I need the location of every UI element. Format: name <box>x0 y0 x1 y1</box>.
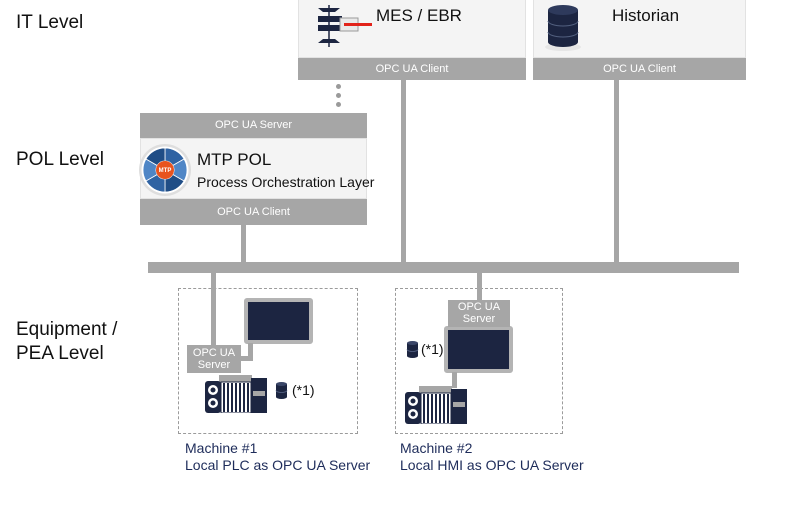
mtp-logo-icon: MTP <box>139 144 191 196</box>
mes-ebr-icon <box>318 5 372 47</box>
mes-icon-top-bar <box>318 8 340 12</box>
machine-1-monitor-link <box>236 356 253 361</box>
database-icon-ring <box>547 31 579 38</box>
mes-icon-bar <box>318 25 342 31</box>
machine-2-server-label-line2: Server <box>462 313 496 325</box>
mes-icon-bar <box>318 16 342 22</box>
dotted-link-dot <box>336 84 341 89</box>
dotted-link-dot <box>336 93 341 98</box>
machine-2-opc-ua-server-label: OPC UA Server <box>448 300 510 327</box>
dotted-link-dot <box>336 102 341 107</box>
historian-opc-ua-client-bar: OPC UA Client <box>533 58 746 80</box>
mes-icon-bottom-bar <box>318 39 340 43</box>
machine-1-frame <box>178 288 358 434</box>
mes-connector-line <box>401 80 406 265</box>
plc-icon-graphic <box>405 386 467 424</box>
pol-connector-line <box>241 225 246 265</box>
historian-connector-line <box>614 80 619 265</box>
machine-1-opc-ua-server-label: OPC UA Server <box>187 345 241 373</box>
network-bus <box>148 262 739 273</box>
database-icon <box>406 340 419 359</box>
historian-title: Historian <box>612 6 680 25</box>
machine-1-title: Machine #1 <box>185 440 258 456</box>
machine-2-server-label-line1: OPC UA <box>457 301 501 313</box>
hmi-monitor-icon <box>444 326 513 373</box>
equipment-level-label: Equipment / PEA Level <box>16 318 117 366</box>
database-icon <box>545 5 581 51</box>
machine-1-monitor-link <box>248 343 253 361</box>
machine-2-footnote-marker: (*1) <box>421 341 444 357</box>
equipment-level-label-line1: Equipment / <box>16 319 118 340</box>
mes-opc-ua-client-bar: OPC UA Client <box>298 58 526 80</box>
mtp-logo-text: MTP <box>159 168 172 174</box>
pol-opc-ua-client-bar: OPC UA Client <box>140 199 367 225</box>
equipment-level-label-line2: PEA Level <box>16 343 104 364</box>
database-icon-top <box>548 5 578 15</box>
machine-1-footnote-marker: (*1) <box>292 382 315 398</box>
hmi-monitor-icon <box>244 298 313 344</box>
mtp-logo-center <box>156 161 174 179</box>
machine-2-title: Machine #2 <box>400 440 473 456</box>
it-level-label: IT Level <box>16 12 84 33</box>
pol-level-label: POL Level <box>16 149 105 170</box>
pol-title: MTP POL <box>197 150 272 169</box>
mes-ebr-title: MES / EBR <box>376 6 462 25</box>
pol-opc-ua-server-bar: OPC UA Server <box>140 113 367 138</box>
machine-2-connector-line <box>477 273 482 300</box>
database-icon-graphic <box>406 340 419 359</box>
database-icon-body <box>548 10 578 47</box>
machine-1-server-label-line2: Server <box>197 359 231 371</box>
machine-1-connector-line <box>211 273 216 345</box>
database-icon-graphic <box>275 381 288 400</box>
machine-2-monitor-link <box>452 372 457 388</box>
machine-1-server-label-line1: OPC UA <box>192 347 236 359</box>
plc-icon <box>205 375 267 413</box>
machine-1-description: Local PLC as OPC UA Server <box>185 457 371 473</box>
database-icon <box>275 381 288 400</box>
pol-subtitle: Process Orchestration Layer <box>197 174 375 190</box>
plc-icon <box>405 386 467 424</box>
machine-2-description: Local HMI as OPC UA Server <box>400 457 584 473</box>
plc-icon-graphic <box>205 375 267 413</box>
database-icon-ring <box>547 20 579 27</box>
